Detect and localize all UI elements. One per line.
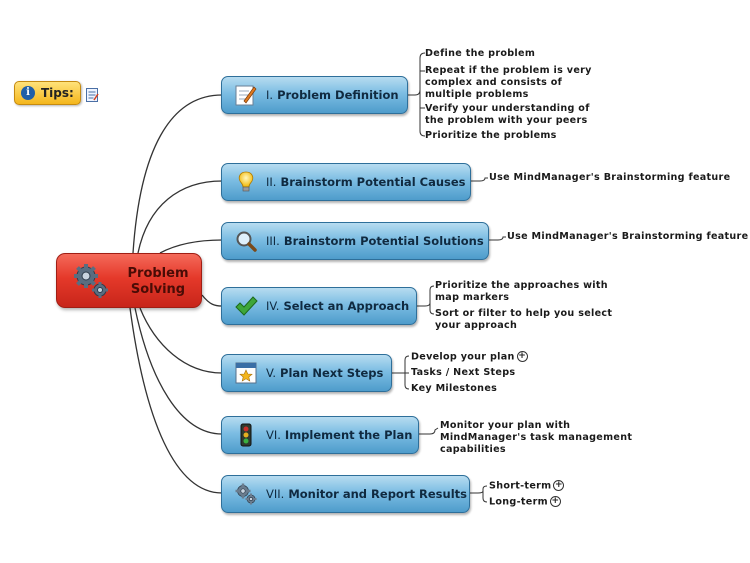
topic-number: IV. xyxy=(266,299,280,313)
subtopic-item[interactable]: Long-term+ xyxy=(489,496,561,509)
subtopic-item[interactable]: Verify your understanding of the problem… xyxy=(425,103,590,126)
subtopic-text: Short-term xyxy=(489,480,552,492)
topic-label: Brainstorm Potential Causes xyxy=(280,175,466,189)
topic-number: II. xyxy=(266,175,277,189)
topic-number: III. xyxy=(266,234,280,248)
topic-implement-plan[interactable]: VI. Implement the Plan xyxy=(221,416,419,454)
topic-number: VII. xyxy=(266,487,285,501)
topic-monitor-report[interactable]: VII. Monitor and Report Results xyxy=(221,475,470,513)
topic-brainstorm-solutions[interactable]: III. Brainstorm Potential Solutions xyxy=(221,222,489,260)
gears-icon xyxy=(74,264,108,298)
topic-select-approach[interactable]: IV. Select an Approach xyxy=(221,287,417,325)
topic-number: VI. xyxy=(266,428,281,442)
central-topic-title: Problem Solving xyxy=(127,266,189,297)
expand-icon[interactable]: + xyxy=(553,480,565,491)
expand-icon[interactable]: + xyxy=(549,496,561,507)
topic-number: I. xyxy=(266,88,274,102)
topic-label: Plan Next Steps xyxy=(280,366,384,380)
subtopic-text: Long-term xyxy=(489,496,548,508)
gears-icon xyxy=(235,483,257,505)
topic-label: Brainstorm Potential Solutions xyxy=(283,234,484,248)
star-window-icon xyxy=(235,362,257,384)
topic-label: Implement the Plan xyxy=(284,428,413,442)
subtopic-item[interactable]: Use MindManager's Brainstorming feature xyxy=(489,172,731,183)
info-icon: i xyxy=(21,86,35,100)
tips-badge[interactable]: i Tips: xyxy=(14,81,81,105)
subtopic-item[interactable]: Sort or filter to help you select your a… xyxy=(435,308,613,331)
topic-label: Monitor and Report Results xyxy=(288,487,467,501)
pencil-note-icon xyxy=(235,85,257,106)
lightbulb-icon xyxy=(238,171,254,192)
subtopic-item[interactable]: Prioritize the approaches with map marke… xyxy=(435,280,608,303)
topic-brainstorm-causes[interactable]: II. Brainstorm Potential Causes xyxy=(221,163,471,201)
note-icon[interactable] xyxy=(86,88,99,102)
subtopic-item[interactable]: Short-term+ xyxy=(489,480,565,493)
traffic-light-icon xyxy=(240,423,252,447)
subtopic-item[interactable]: Develop your plan+ xyxy=(411,351,528,364)
checkmark-icon xyxy=(235,296,258,316)
topic-problem-definition[interactable]: I. Problem Definition xyxy=(221,76,408,114)
tips-label: Tips: xyxy=(41,86,74,100)
subtopic-item[interactable]: Prioritize the problems xyxy=(425,130,557,141)
subtopic-item[interactable]: Use MindManager's Brainstorming feature xyxy=(507,231,749,242)
topic-label: Select an Approach xyxy=(283,299,410,313)
topic-plan-next-steps[interactable]: V. Plan Next Steps xyxy=(221,354,392,392)
magnifier-icon xyxy=(236,231,257,252)
subtopic-item[interactable]: Define the problem xyxy=(425,48,536,59)
topic-number: V. xyxy=(266,366,277,380)
subtopic-item[interactable]: Key Milestones xyxy=(411,383,498,394)
subtopic-item[interactable]: Monitor your plan with MindManager's tas… xyxy=(440,420,633,455)
subtopic-text: Develop your plan xyxy=(411,351,515,363)
central-topic[interactable]: Problem Solving xyxy=(56,253,202,308)
topic-label: Problem Definition xyxy=(277,88,399,102)
subtopic-item[interactable]: Tasks / Next Steps xyxy=(411,367,516,378)
expand-icon[interactable]: + xyxy=(516,351,528,362)
subtopic-item[interactable]: Repeat if the problem is very complex an… xyxy=(425,65,592,100)
